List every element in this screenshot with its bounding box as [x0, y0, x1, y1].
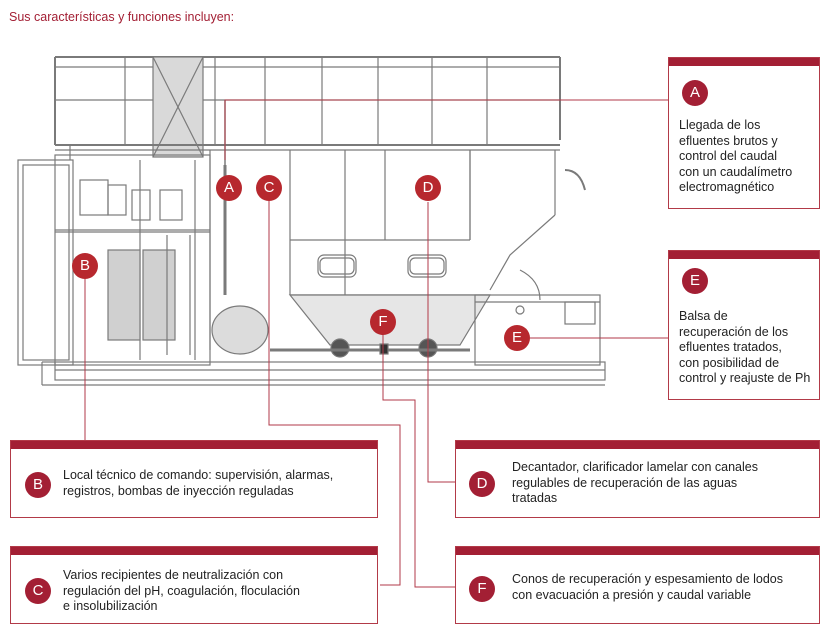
callout-text: Decantador, clarificador lamelar con can… [512, 460, 758, 505]
callout-bar [456, 441, 819, 449]
callout-text: Conos de recuperación y espesamiento de … [512, 572, 784, 602]
callout-letter: D [469, 471, 495, 497]
callout-letter: C [25, 578, 51, 604]
callout-bar [11, 547, 377, 555]
callout-a: A Llegada de los efluentes brutos y cont… [668, 57, 820, 209]
callout-text: Local técnico de comando: supervisión, a… [63, 468, 334, 498]
callout-letter: F [469, 576, 495, 602]
marker-e: E [504, 325, 530, 351]
callout-f: F Conos de recuperación y espesamiento d… [455, 546, 820, 624]
marker-d: D [415, 175, 441, 201]
marker-f: F [370, 309, 396, 335]
callout-bar [669, 251, 819, 259]
callout-e: E Balsa de recuperación de los efluentes… [668, 250, 820, 400]
marker-a: A [216, 175, 242, 201]
callout-letter: A [682, 80, 708, 106]
page-heading: Sus características y funciones incluyen… [9, 10, 235, 24]
callout-text: Llegada de los efluentes brutos y contro… [679, 118, 793, 194]
callout-bar [669, 58, 819, 66]
callout-text: Varios recipientes de neutralización con… [63, 568, 300, 613]
marker-c: C [256, 175, 282, 201]
callout-b: B Local técnico de comando: supervisión,… [10, 440, 378, 518]
marker-b: B [72, 253, 98, 279]
callout-text: Balsa de recuperación de los efluentes t… [679, 309, 811, 385]
callout-letter: E [682, 268, 708, 294]
callout-bar [456, 547, 819, 555]
callout-bar [11, 441, 377, 449]
callout-c: C Varios recipientes de neutralización c… [10, 546, 378, 624]
callout-letter: B [25, 472, 51, 498]
callout-d: D Decantador, clarificador lamelar con c… [455, 440, 820, 518]
